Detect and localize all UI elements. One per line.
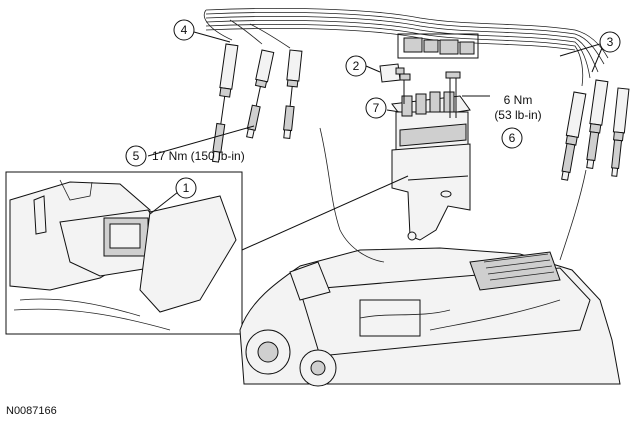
callout-7: 7 [365, 97, 387, 119]
torque-label-5: 17 Nm (150 lb-in) [152, 149, 245, 163]
right-spark-plug-boots [561, 79, 630, 181]
svg-text:3: 3 [607, 35, 614, 49]
coil-bolts [399, 71, 461, 118]
torque-label-6-lbin: (53 lb-in) [494, 108, 541, 122]
routing-wires [319, 127, 587, 263]
svg-text:5: 5 [133, 149, 140, 163]
callout-1: 1 [175, 177, 197, 199]
svg-text:4: 4 [181, 23, 188, 37]
torque-label-6-nm: 6 Nm [504, 93, 533, 107]
left-spark-plug-boots [211, 43, 303, 163]
callout-5: 5 17 Nm (150 lb-in) [125, 145, 245, 167]
svg-text:7: 7 [373, 101, 380, 115]
coil-bracket [391, 143, 471, 241]
callout-6: 6 Nm (53 lb-in) 6 [494, 93, 542, 149]
callout-3: 3 [599, 31, 621, 53]
svg-text:2: 2 [353, 59, 360, 73]
svg-text:1: 1 [183, 181, 190, 195]
engine-assembly [239, 247, 621, 387]
callout-4: 4 [173, 19, 195, 41]
intake-runners [483, 253, 555, 281]
svg-text:6: 6 [509, 131, 516, 145]
figure-id: N0087166 [6, 405, 57, 417]
connector-detail-inset [5, 171, 243, 335]
small-connector [379, 63, 405, 83]
ignition-coil-pack [391, 91, 471, 153]
spark-plug-wire-harness [204, 8, 609, 87]
callout-2: 2 [345, 55, 367, 77]
leader-lines [147, 31, 603, 251]
